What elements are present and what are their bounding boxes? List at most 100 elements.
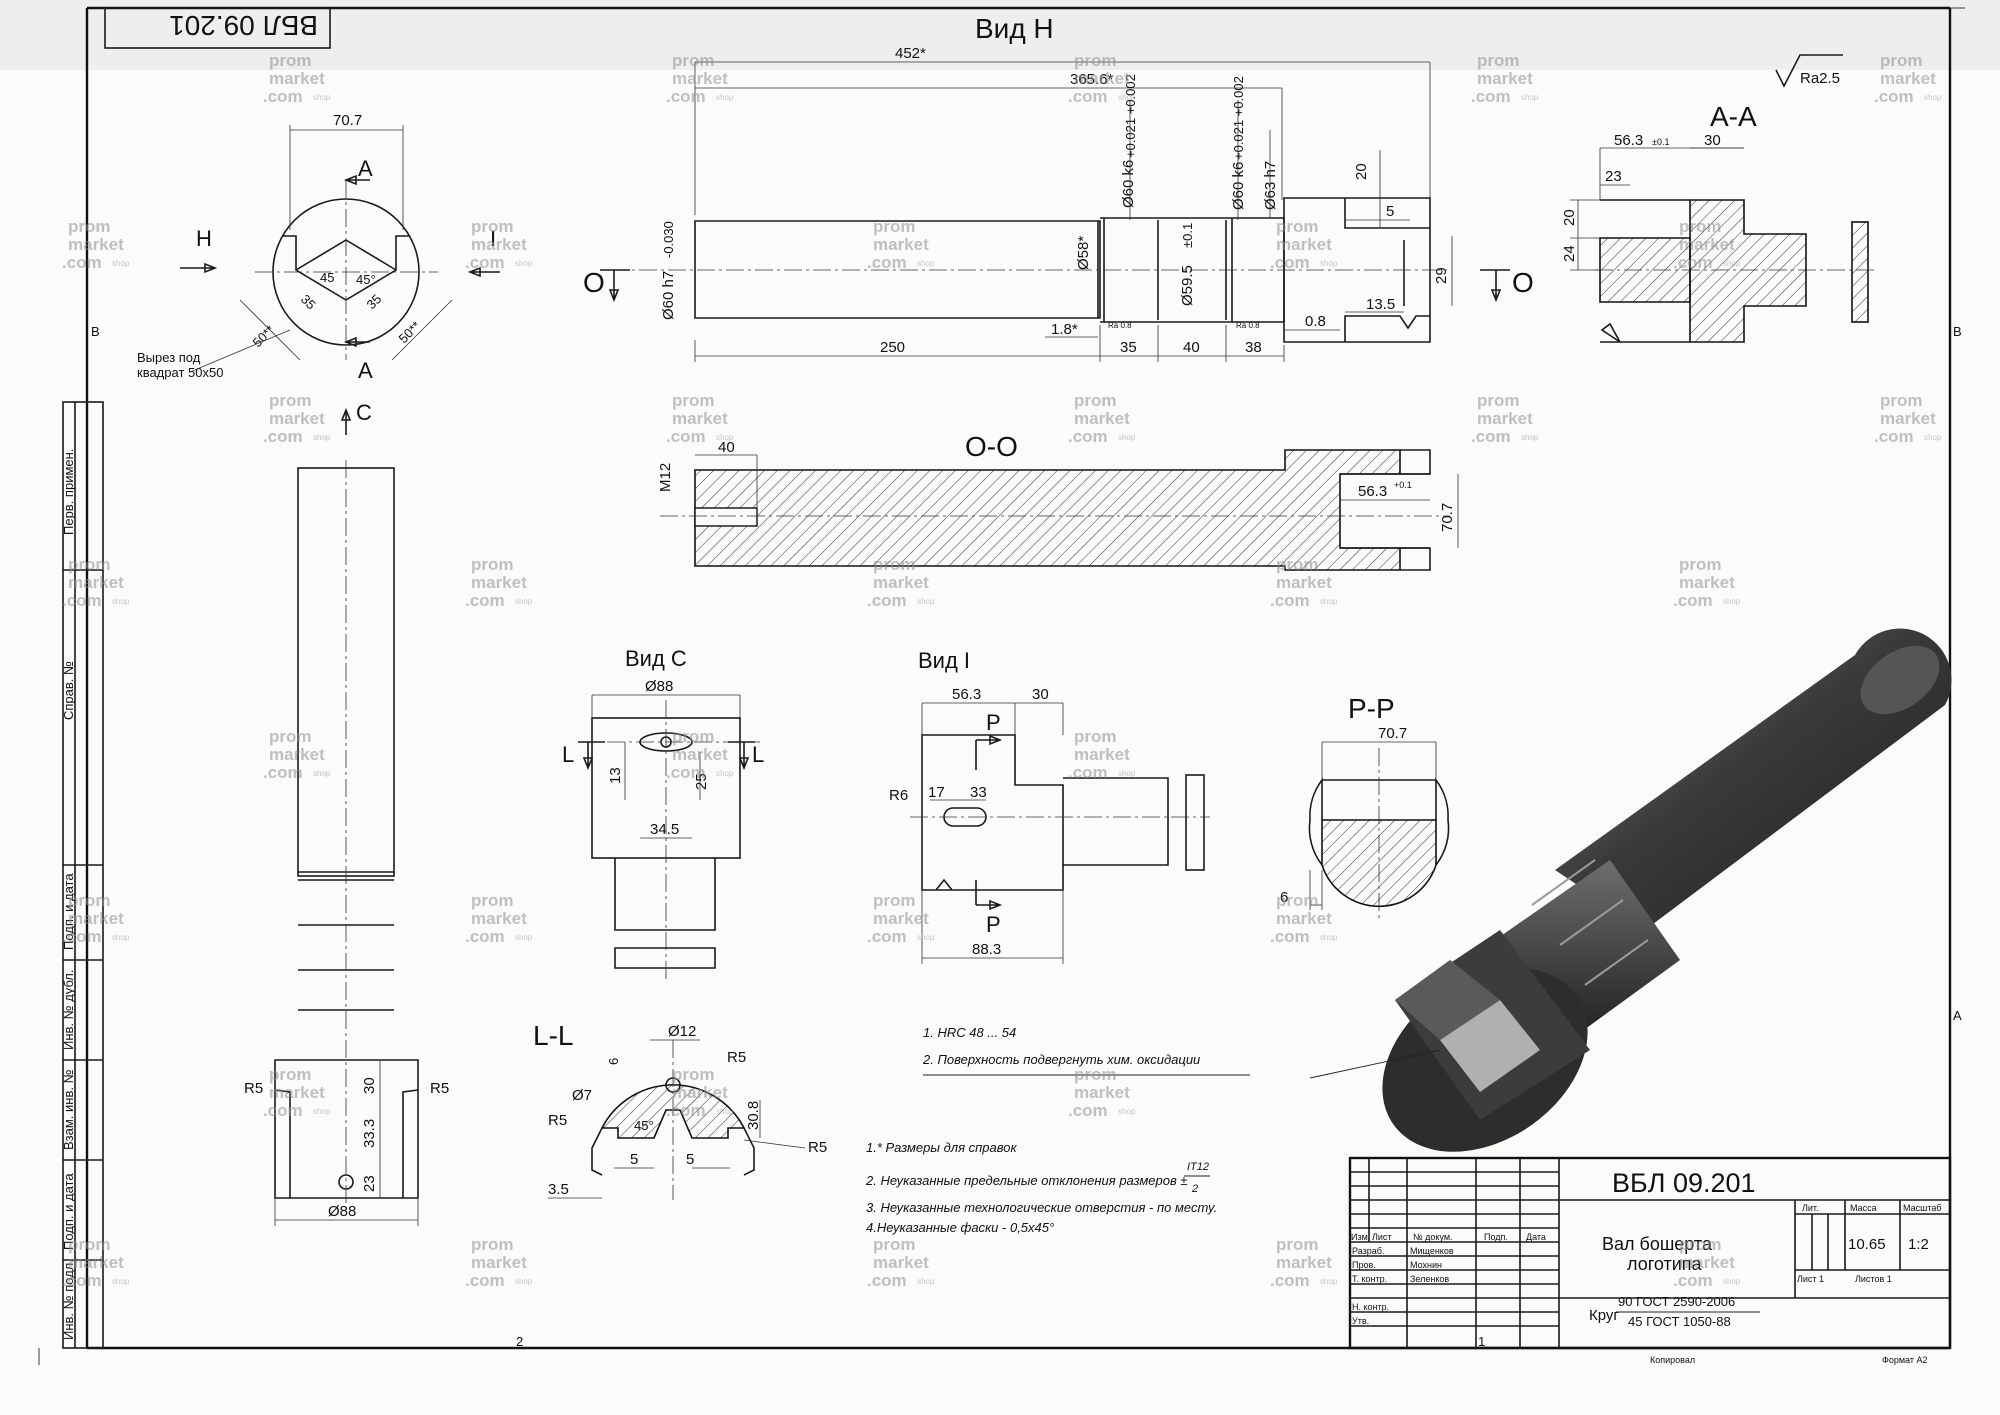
watermark-text: shop	[1320, 259, 1338, 268]
watermark-text: shop	[716, 769, 734, 778]
svg-text:13: 13	[607, 767, 624, 784]
svg-text:45 ГОСТ 1050-88: 45 ГОСТ 1050-88	[1628, 1314, 1731, 1329]
view-title: О-О	[965, 431, 1018, 462]
watermark-text: prom	[269, 727, 312, 746]
shaft-3d-render	[1309, 628, 1952, 1152]
svg-text:R5: R5	[808, 1139, 827, 1156]
svg-text:±0.1: ±0.1	[1180, 223, 1195, 248]
svg-text:33.3: 33.3	[361, 1119, 378, 1148]
watermark-text: .com	[1874, 87, 1914, 106]
svg-text:30: 30	[1032, 686, 1049, 703]
watermark-text: prom	[68, 891, 111, 910]
watermark-text: prom	[1477, 51, 1520, 70]
watermark-text: .com	[1270, 591, 1310, 610]
svg-text:0.8: 0.8	[1305, 313, 1326, 330]
watermark-text: .com	[62, 591, 102, 610]
watermark-text: prom	[1477, 391, 1520, 410]
watermark-text: .com	[1068, 427, 1108, 446]
watermark-text: prom	[471, 1235, 514, 1254]
svg-text:А: А	[358, 156, 373, 181]
watermark-text: prom	[68, 217, 111, 236]
watermark-text: market	[672, 69, 728, 88]
watermark-text: shop	[112, 259, 130, 268]
watermark-text: market	[873, 573, 929, 592]
svg-text:29: 29	[1433, 267, 1450, 284]
watermark-text: prom	[1276, 555, 1319, 574]
watermark-text: prom	[672, 391, 715, 410]
watermark-text: market	[873, 235, 929, 254]
watermark-text: shop	[515, 933, 533, 942]
watermark-text: market	[1276, 235, 1332, 254]
svg-text:Утв.: Утв.	[1352, 1316, 1369, 1326]
svg-text:20: 20	[1353, 163, 1370, 180]
svg-text:Н: Н	[196, 226, 212, 251]
watermark-text: prom	[873, 555, 916, 574]
watermark-text: shop	[1320, 933, 1338, 942]
watermark-text: shop	[1924, 433, 1942, 442]
watermark-text: market	[1679, 1253, 1735, 1272]
watermark-text: market	[1074, 69, 1130, 88]
svg-text:+0.1: +0.1	[1394, 480, 1412, 490]
svg-text:1.8*: 1.8*	[1051, 321, 1078, 338]
watermark-text: market	[1880, 409, 1936, 428]
watermark-text: .com	[1471, 427, 1511, 446]
watermark-text: prom	[1679, 555, 1722, 574]
svg-text:13.5: 13.5	[1366, 296, 1395, 313]
watermark-text: prom	[1276, 1235, 1319, 1254]
svg-text:I: I	[490, 226, 496, 251]
watermark-text: prom	[672, 727, 715, 746]
svg-text:365.6*: 365.6*	[1070, 71, 1114, 88]
watermark-text: shop	[917, 259, 935, 268]
svg-text:70.7: 70.7	[333, 112, 362, 129]
watermark-text: market	[873, 1253, 929, 1272]
watermark-text: shop	[1521, 93, 1539, 102]
svg-text:Формат A2: Формат A2	[1882, 1355, 1927, 1365]
watermark-text: market	[1679, 573, 1735, 592]
svg-text:Масштаб: Масштаб	[1903, 1203, 1942, 1213]
svg-text:Ø59.5: Ø59.5	[1179, 265, 1196, 306]
watermark-text: market	[471, 573, 527, 592]
watermark-text: shop	[1118, 433, 1136, 442]
svg-text:35: 35	[1120, 339, 1137, 356]
view-title: Вид С	[625, 646, 687, 671]
svg-text:L: L	[752, 742, 764, 767]
svg-text:3. Неуказанные технологические: 3. Неуказанные технологические отверстия…	[866, 1200, 1217, 1215]
svg-text:Ø7: Ø7	[572, 1087, 592, 1104]
svg-text:17: 17	[928, 784, 945, 801]
watermark-text: shop	[515, 1277, 533, 1286]
zone-mark: A	[1953, 1008, 1962, 1023]
svg-text:Лист 1: Лист 1	[1797, 1274, 1824, 1284]
watermark-text: .com	[1068, 763, 1108, 782]
strip-label: Подп. и дата	[61, 873, 76, 950]
zone-mark: B	[91, 324, 100, 339]
watermark-text: prom	[873, 217, 916, 236]
watermark-text: market	[1679, 235, 1735, 254]
svg-text:Зеленков: Зеленков	[1410, 1274, 1449, 1284]
watermark-text: prom	[873, 1235, 916, 1254]
watermark-text: .com	[1673, 591, 1713, 610]
watermark-text: .com	[1270, 927, 1310, 946]
view-title: L-L	[533, 1020, 573, 1051]
zone-mark: 1	[1478, 1334, 1485, 1349]
svg-text:6: 6	[1280, 889, 1288, 906]
watermark-text: shop	[515, 259, 533, 268]
watermark-text: .com	[1874, 427, 1914, 446]
watermark-text: market	[1276, 909, 1332, 928]
view-h-shaft: Вид Н 452* 365.6* O O Ø60 h7 -0.030 Ø58*…	[583, 13, 1534, 362]
watermark-text: prom	[873, 891, 916, 910]
svg-text:70.7: 70.7	[1439, 503, 1456, 532]
svg-text:3.5: 3.5	[548, 1181, 569, 1198]
svg-text:R5: R5	[548, 1112, 567, 1129]
svg-text:56.3: 56.3	[1358, 483, 1387, 500]
watermark-text: prom	[1880, 51, 1923, 70]
watermark-text: .com	[666, 763, 706, 782]
svg-text:35: 35	[298, 292, 319, 313]
watermark-text: prom	[1074, 391, 1117, 410]
watermark-text: .com	[465, 927, 505, 946]
watermark-text: .com	[263, 763, 303, 782]
watermark-text: market	[1074, 745, 1130, 764]
left-strip: Перв. примен. Справ. № Подп. и дата Инв.…	[61, 401, 104, 1349]
watermark-text: shop	[716, 1107, 734, 1116]
watermark-text: prom	[1074, 727, 1117, 746]
